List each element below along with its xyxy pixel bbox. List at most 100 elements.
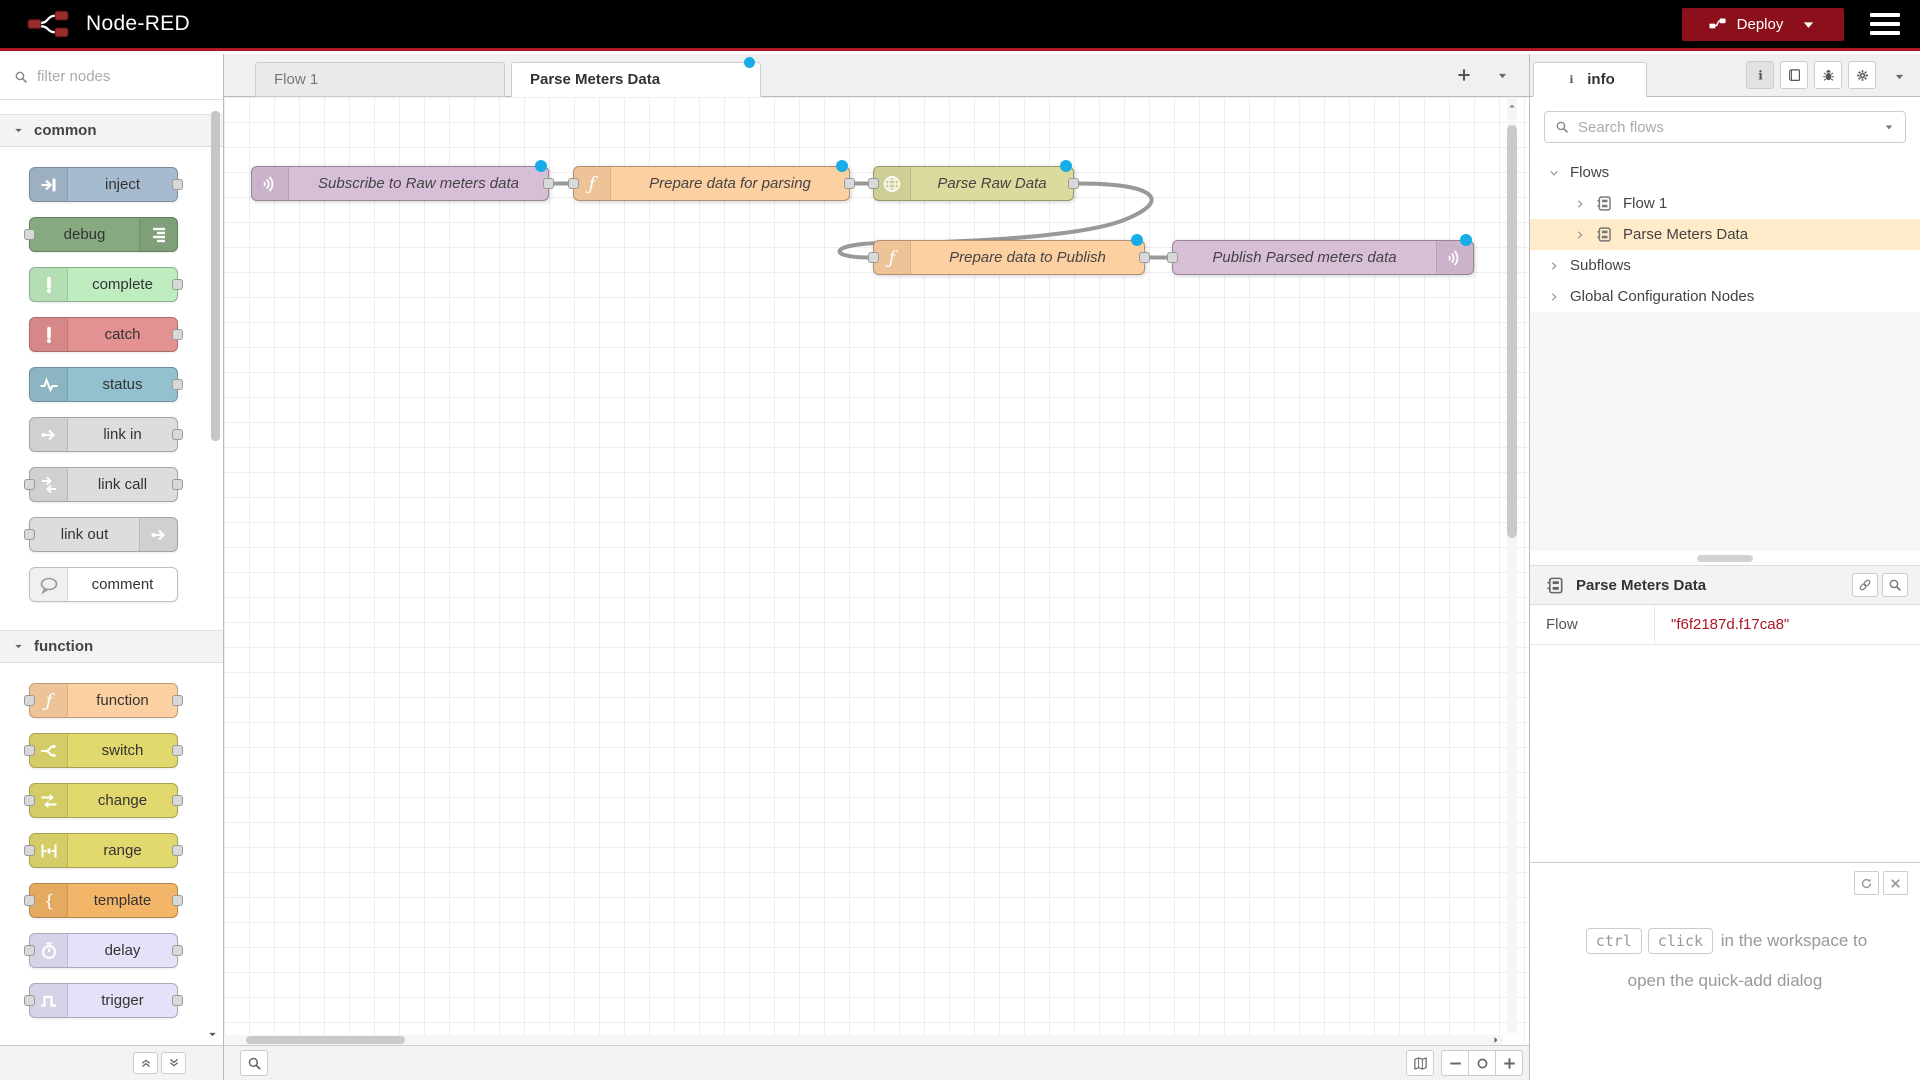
sidebar-toolbar-config-button[interactable]: [1848, 61, 1876, 89]
canvas-vscrollbar-track[interactable]: [1507, 97, 1517, 1033]
tree-row-flow-1[interactable]: Flow 1: [1530, 188, 1920, 219]
canvas-vscrollbar-thumb[interactable]: [1507, 125, 1517, 538]
palette-node-link-in[interactable]: link in: [29, 417, 183, 452]
input-port[interactable]: [24, 795, 35, 806]
deploy-caret-icon[interactable]: [1798, 16, 1819, 33]
sidebar-toolbar-info-button[interactable]: i: [1746, 61, 1774, 89]
chevron-right-icon[interactable]: [1574, 229, 1586, 241]
palette-collapse-all-button[interactable]: [133, 1052, 158, 1074]
palette-node-status[interactable]: status: [29, 367, 183, 402]
flow-node-subscribe-raw[interactable]: Subscribe to Raw meters data: [251, 160, 554, 201]
flow-list-menu-button[interactable]: [1496, 69, 1509, 82]
search-flows-input[interactable]: Search flows: [1544, 111, 1906, 143]
output-port[interactable]: [172, 479, 183, 490]
palette-node-change[interactable]: change: [24, 783, 183, 818]
sidebar-toolbar-debug-button[interactable]: [1814, 61, 1842, 89]
input-port[interactable]: [24, 895, 35, 906]
palette-filter-input[interactable]: filter nodes: [0, 54, 223, 100]
input-port[interactable]: [868, 178, 879, 189]
palette-scroll-down-icon[interactable]: [207, 1029, 218, 1040]
tree-row-subflows[interactable]: Subflows: [1530, 250, 1920, 281]
tab-parse-meters-data[interactable]: Parse Meters Data: [511, 57, 761, 97]
palette-node-trigger[interactable]: trigger: [24, 983, 183, 1018]
main-menu-button[interactable]: [1870, 13, 1900, 35]
output-port[interactable]: [172, 895, 183, 906]
deploy-button[interactable]: Deploy: [1682, 7, 1844, 41]
input-port[interactable]: [24, 945, 35, 956]
input-port[interactable]: [24, 995, 35, 1006]
palette-scrollbar-thumb[interactable]: [211, 111, 220, 441]
canvas-hscrollbar-track[interactable]: [224, 1035, 1503, 1045]
palette-node-switch[interactable]: switch: [24, 733, 183, 768]
input-port[interactable]: [24, 479, 35, 490]
chevron-down-icon[interactable]: [1548, 167, 1560, 179]
output-port[interactable]: [1068, 178, 1079, 189]
input-port[interactable]: [24, 529, 35, 540]
output-port[interactable]: [172, 429, 183, 440]
canvas-search-button[interactable]: [240, 1050, 268, 1076]
zoom-out-button[interactable]: [1441, 1050, 1469, 1076]
output-port[interactable]: [844, 178, 855, 189]
canvas-scroll-up-icon[interactable]: [1507, 101, 1517, 111]
tips-refresh-button[interactable]: [1854, 871, 1879, 895]
sidebar-menu-button[interactable]: [1893, 70, 1906, 83]
sidebar-tab-info[interactable]: i info: [1533, 62, 1647, 97]
zoom-in-button[interactable]: [1495, 1050, 1523, 1076]
output-port[interactable]: [172, 179, 183, 190]
output-port[interactable]: [172, 995, 183, 1006]
tree-row-global-configuration-nodes[interactable]: Global Configuration Nodes: [1530, 281, 1920, 312]
chevron-right-icon[interactable]: [1548, 260, 1560, 272]
sidebar-splitter[interactable]: [1530, 551, 1920, 565]
output-port[interactable]: [172, 695, 183, 706]
input-port[interactable]: [24, 845, 35, 856]
navigator-button[interactable]: [1406, 1050, 1434, 1076]
wire-3[interactable]: [837, 181, 1154, 260]
input-port[interactable]: [24, 745, 35, 756]
output-port[interactable]: [172, 845, 183, 856]
output-port[interactable]: [543, 178, 554, 189]
sidebar-toolbar-help-docs-button[interactable]: [1780, 61, 1808, 89]
add-flow-button[interactable]: [1456, 67, 1472, 83]
input-port[interactable]: [568, 178, 579, 189]
canvas-scroll-right-icon[interactable]: [1491, 1035, 1501, 1045]
palette-expand-all-button[interactable]: [161, 1052, 186, 1074]
input-port[interactable]: [868, 252, 879, 263]
detail-search-button[interactable]: [1882, 573, 1908, 597]
output-port[interactable]: [172, 379, 183, 390]
input-port[interactable]: [24, 229, 35, 240]
zoom-reset-button[interactable]: [1468, 1050, 1496, 1076]
palette-node-debug[interactable]: debug: [24, 217, 178, 252]
output-port[interactable]: [172, 279, 183, 290]
palette-node-complete[interactable]: complete: [29, 267, 183, 302]
palette-node-inject[interactable]: inject: [29, 167, 183, 202]
tips-close-button[interactable]: [1883, 871, 1908, 895]
flow-node-publish-parsed[interactable]: Publish Parsed meters data: [1167, 234, 1474, 275]
palette-node-comment[interactable]: comment: [29, 567, 178, 602]
palette-node-delay[interactable]: delay: [24, 933, 183, 968]
input-port[interactable]: [24, 695, 35, 706]
splitter-handle[interactable]: [1697, 554, 1753, 562]
chevron-right-icon[interactable]: [1574, 198, 1586, 210]
palette-node-catch[interactable]: catch: [29, 317, 183, 352]
palette-node-template[interactable]: {template: [24, 883, 183, 918]
palette-node-range[interactable]: range: [24, 833, 183, 868]
search-options-caret-icon[interactable]: [1883, 121, 1895, 133]
output-port[interactable]: [1139, 252, 1150, 263]
palette-category-common[interactable]: common: [0, 114, 223, 147]
output-port[interactable]: [172, 945, 183, 956]
tree-row-flows[interactable]: Flows: [1530, 157, 1920, 188]
tree-row-parse-meters-data[interactable]: Parse Meters Data: [1530, 219, 1920, 250]
output-port[interactable]: [172, 795, 183, 806]
palette-node-link-out[interactable]: link out: [24, 517, 178, 552]
input-port[interactable]: [1167, 252, 1178, 263]
output-port[interactable]: [172, 745, 183, 756]
flow-node-parse-raw[interactable]: Parse Raw Data: [868, 160, 1079, 201]
output-port[interactable]: [172, 329, 183, 340]
tab-flow-1[interactable]: Flow 1: [255, 62, 505, 97]
canvas-hscrollbar-thumb[interactable]: [246, 1036, 405, 1044]
palette-category-function[interactable]: function: [0, 630, 223, 663]
